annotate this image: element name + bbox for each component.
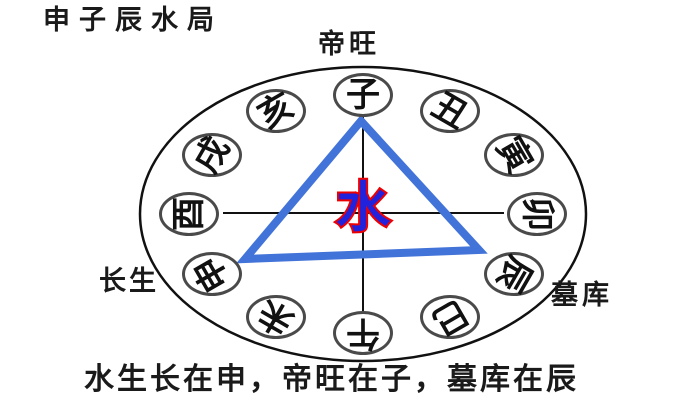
branch-circle-si: 巳 xyxy=(420,291,480,343)
label-changsheng: 长生 xyxy=(99,266,159,297)
outer-ring-circle xyxy=(138,65,588,363)
branch-circle-shen: 申 xyxy=(182,249,242,299)
branch-circle-hai: 亥 xyxy=(246,85,306,137)
branch-circle-wei: 未 xyxy=(246,291,306,343)
water-trine-triangle xyxy=(236,114,488,264)
branch-circle-zi: 子 xyxy=(333,73,393,117)
page-title: 申子辰水局 xyxy=(43,5,223,36)
branch-circle-chou: 丑 xyxy=(420,85,480,137)
branch-circle-chen: 辰 xyxy=(484,249,544,299)
branch-circle-yin: 寅 xyxy=(484,130,544,180)
center-water-character: 水 xyxy=(334,176,392,239)
label-diwang: 帝旺 xyxy=(318,29,380,60)
branch-circle-you: 酉 xyxy=(159,192,219,236)
label-muku: 墓库 xyxy=(551,280,613,311)
branch-circle-wu: 午 xyxy=(333,311,393,355)
branch-circle-xu: 戌 xyxy=(182,130,242,180)
bottom-caption: 水生长在申，帝旺在子，墓库在辰 xyxy=(84,362,579,397)
branch-circle-mao: 卯 xyxy=(507,192,567,236)
